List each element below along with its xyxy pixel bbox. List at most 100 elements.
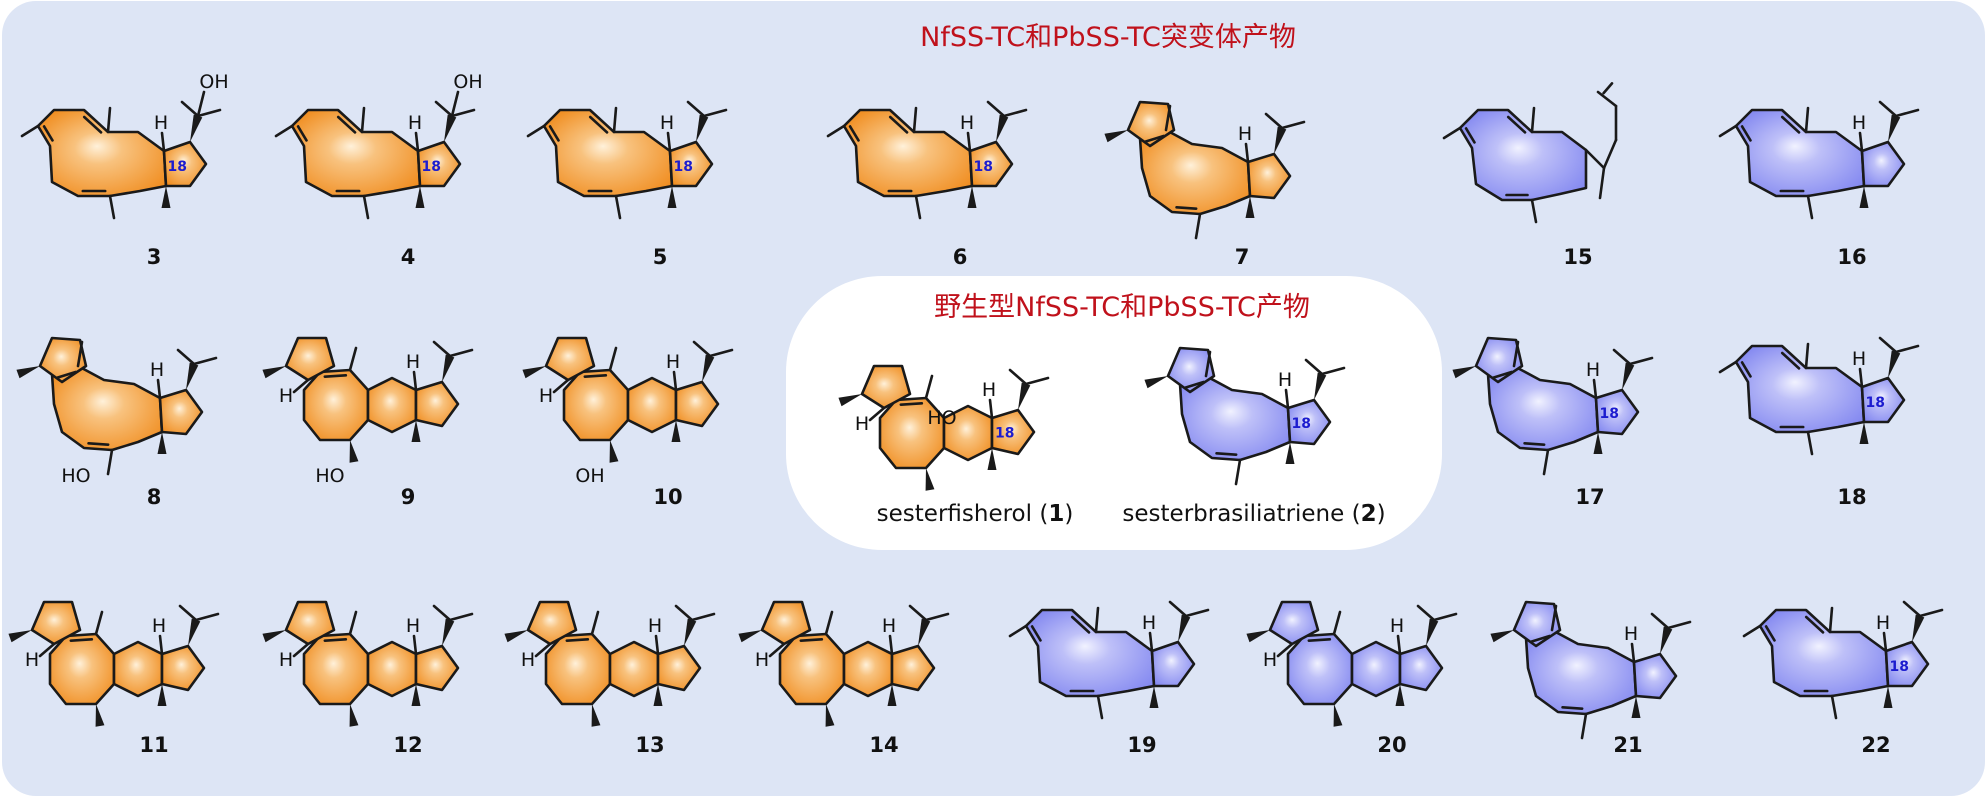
wedge-bond [161, 186, 171, 208]
hydrogen-label: H [150, 359, 164, 381]
wedge-bond [1333, 704, 1343, 727]
wedge-bond [1912, 614, 1925, 642]
wedge-bond [702, 354, 715, 382]
isopropyl-bond [702, 108, 728, 118]
methyl-bond [1542, 448, 1550, 476]
double-bond [42, 125, 54, 142]
double-bond [1602, 82, 1614, 95]
isopropyl-bond [1666, 620, 1692, 630]
macrocycle-ring [1524, 628, 1638, 716]
compound-number: 9 [401, 485, 416, 509]
position-18-label: 18 [973, 159, 992, 175]
hydroxyl-label: OH [575, 465, 604, 487]
wedge-bond [1285, 442, 1295, 464]
wild-type-card [786, 276, 1442, 550]
isopropyl-bond [448, 612, 474, 622]
h-bond [534, 642, 552, 658]
methyl-bond [912, 106, 918, 134]
isopropyl-bond [1024, 376, 1050, 386]
cyclohexane-ring [842, 640, 894, 698]
position-18-label: 18 [1865, 395, 1884, 411]
cyclooctane-ring [302, 368, 370, 442]
isopropyl-bond [1878, 100, 1898, 118]
methyl-bond [20, 124, 40, 138]
hydrogen-label: H [1238, 123, 1252, 145]
isopropyl-bond [1918, 608, 1944, 618]
compound-name-2: sesterbrasiliatriene (2) [1122, 501, 1385, 527]
double-bond [1764, 625, 1776, 642]
methyl-bond [94, 610, 104, 636]
hydrogen-label: H [1852, 348, 1866, 370]
hydrogen-label: H [982, 379, 996, 401]
cyclopentane-ring-a [30, 600, 82, 646]
wedge-bond [1490, 630, 1514, 643]
hydrogen-label: H [882, 615, 896, 637]
compound-name-1: sesterfisherol (1) [877, 501, 1074, 527]
cyclooctane-ring [778, 632, 846, 706]
double-bond [1530, 634, 1551, 643]
methyl-bond [1096, 694, 1104, 720]
hydroxyl-label: HO [61, 465, 90, 487]
double-bond [1184, 380, 1205, 389]
hydrogen-label: H [855, 413, 869, 435]
isopropyl-bond [196, 108, 222, 118]
h-bond [1858, 367, 1864, 389]
hydrogen-label: H [1586, 359, 1600, 381]
wild-type-products-title: 野生型NfSS-TC和PbSS-TC产物 [934, 292, 1310, 323]
wedge-bond [190, 114, 203, 142]
isopropyl-bond [432, 340, 452, 358]
methyl-bond [826, 124, 846, 138]
double-bond [799, 637, 824, 642]
compound-19: H19 [1008, 600, 1210, 757]
mutant-products-title: NfSS-TC和PbSS-TC突变体产物 [920, 22, 1296, 53]
wedge-bond [918, 618, 931, 646]
isopropyl-bond [690, 612, 716, 622]
cyclopentane-ring [1632, 652, 1678, 700]
wedge-bond [442, 354, 455, 382]
h-bond [552, 378, 570, 394]
hydroxyl-label: HO [927, 407, 956, 429]
h-bond [868, 406, 886, 422]
methyl-bond [1830, 694, 1838, 720]
cyclopentane-ring-b [990, 408, 1036, 456]
hydrogen-label: H [1876, 612, 1890, 634]
hydrogen-label: H [408, 112, 422, 134]
hydrogen-label: H [1852, 112, 1866, 134]
hydrogen-label: H [25, 649, 39, 671]
cyclopentane-ring-a [760, 600, 812, 646]
hydroxyl-bond [196, 90, 206, 118]
methyl-bond [1804, 106, 1810, 134]
wedge-bond [1452, 366, 1476, 379]
hydrogen-label: H [152, 615, 166, 637]
methyl-bond [348, 346, 358, 372]
wedge-bond [1622, 362, 1635, 390]
cyclohexane-ring [608, 640, 660, 698]
methyl-bond [1806, 430, 1814, 456]
compound-number: 14 [869, 733, 898, 757]
hydrogen-label: H [660, 112, 674, 134]
double-bond [1175, 206, 1198, 211]
h-bond [160, 131, 166, 153]
macrocycle-ring [1178, 374, 1292, 462]
isopropyl-bond [448, 348, 474, 358]
hydrogen-label: H [666, 351, 680, 373]
compound-number: 4 [401, 245, 416, 269]
wedge-bond [504, 630, 528, 643]
h-bond [158, 634, 164, 656]
wedge-bond [349, 704, 359, 727]
methyl-bond [1530, 198, 1538, 224]
h-bond [1592, 378, 1598, 400]
wedge-bond [987, 448, 997, 470]
cyclopentane-ring [1286, 398, 1332, 446]
hydrogen-label: H [1624, 623, 1638, 645]
methyl-bond [1194, 212, 1202, 240]
isopropyl-bond [1650, 612, 1670, 630]
wedge-bond [262, 366, 286, 379]
methyl-bond [1718, 360, 1738, 374]
cyclopentane-ring-a [544, 336, 596, 382]
cyclopentane-ring-a [284, 600, 336, 646]
wedge-bond [967, 186, 977, 208]
